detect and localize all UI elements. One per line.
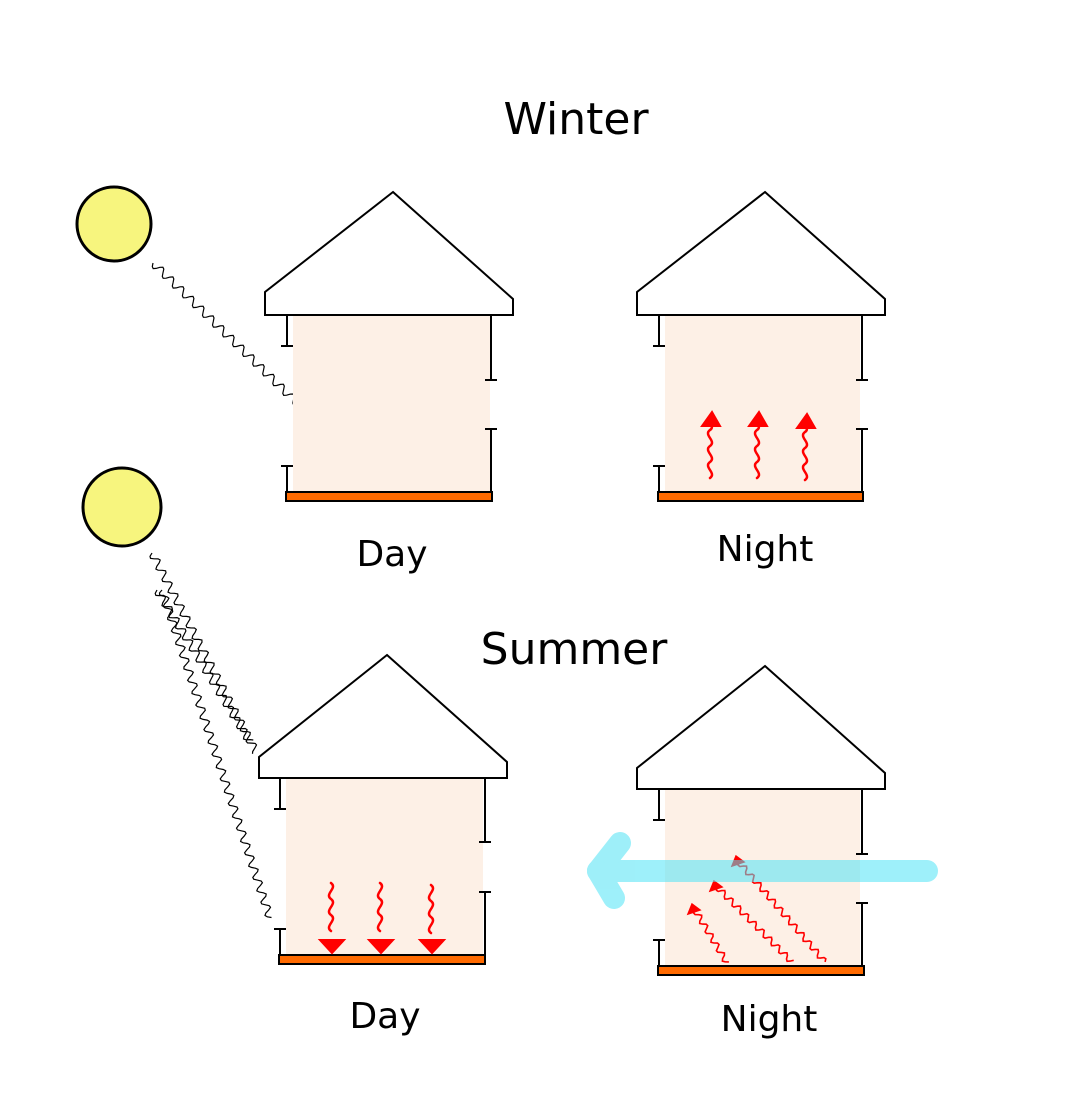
heat-arrow-icon [317, 881, 347, 955]
house-interior [665, 315, 860, 493]
house-interior [286, 778, 483, 955]
thermal-mass-floor [285, 491, 493, 502]
summer-day-label: Day [349, 996, 420, 1037]
sun-ray [149, 552, 258, 754]
house-winter-day [264, 190, 514, 502]
winter-night-label: Night [717, 529, 814, 570]
house-roof [264, 190, 514, 316]
heat-arrow-icon [700, 410, 722, 480]
heat-arrow-icon [686, 902, 702, 916]
house-roof [636, 664, 886, 790]
house-roof [258, 653, 508, 779]
house-walls [653, 315, 868, 493]
summer-title: Summer [481, 624, 669, 675]
thermal-mass-floor [657, 965, 865, 976]
sun-icon [75, 185, 153, 263]
house-winter-night [636, 190, 886, 502]
house-walls [274, 778, 491, 955]
house-interior [293, 315, 490, 493]
thermal-mass-floor [657, 491, 864, 502]
heat-arrow-icon [747, 410, 769, 480]
heat-arrow-icon [795, 412, 817, 482]
house-walls [281, 315, 497, 493]
heat-wave [692, 909, 729, 963]
sun-icon [81, 466, 163, 548]
house-summer-night [587, 664, 938, 976]
winter-day-label: Day [356, 534, 427, 575]
heat-arrow-icon [708, 879, 724, 893]
sun-ray [158, 589, 272, 919]
heat-absorbing-arrows [317, 881, 447, 955]
winter-title: Winter [503, 94, 649, 145]
thermal-mass-floor [278, 954, 486, 965]
summer-night-label: Night [721, 999, 818, 1040]
heat-arrow-icon [366, 881, 396, 955]
cool-breeze-arrow-icon [587, 832, 938, 909]
heat-wave [715, 886, 794, 963]
heat-arrow-icon [417, 883, 447, 955]
heat-rising-arrows [700, 410, 817, 482]
sun-ray [154, 589, 254, 741]
house-walls [653, 789, 868, 967]
house-summer-day [258, 653, 508, 965]
house-roof [636, 190, 886, 316]
